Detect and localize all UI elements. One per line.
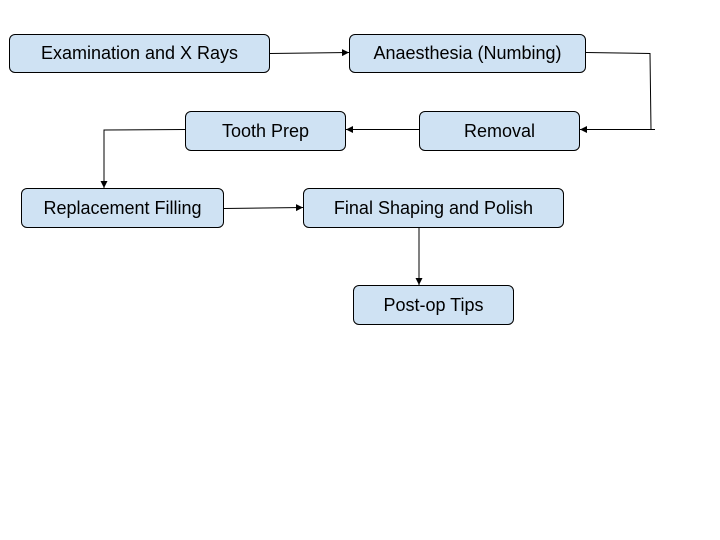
node-post-op-tips[interactable]: Post-op Tips [353, 285, 514, 325]
node-label: Examination and X Rays [40, 43, 239, 63]
node-tooth-prep[interactable]: Tooth Prep [185, 111, 346, 151]
node-examination-and-x-rays[interactable]: Examination and X Rays [9, 34, 270, 73]
node-replacement-filling[interactable]: Replacement Filling [21, 188, 224, 228]
node-removal[interactable]: Removal [419, 111, 580, 151]
edge-replacement-to-final-shaping [223, 204, 304, 212]
node-final-shaping-and-polish[interactable]: Final Shaping and Polish [303, 188, 564, 228]
node-label: Post-op Tips [383, 294, 484, 315]
edge-examination-to-anaesthesia [269, 49, 350, 57]
node-label: Final Shaping and Polish [333, 197, 534, 218]
node-label: Removal [463, 120, 536, 141]
edge-anaesthesia-to-removal [580, 52, 652, 133]
node-label: Anaesthesia (Numbing) [373, 43, 562, 63]
node-label: Replacement Filling [43, 197, 202, 218]
node-label: Tooth Prep [221, 120, 310, 141]
node-anaesthesia[interactable]: Anaesthesia (Numbing) [349, 34, 586, 73]
edge-tooth-prep-to-replacement [100, 129, 186, 188]
